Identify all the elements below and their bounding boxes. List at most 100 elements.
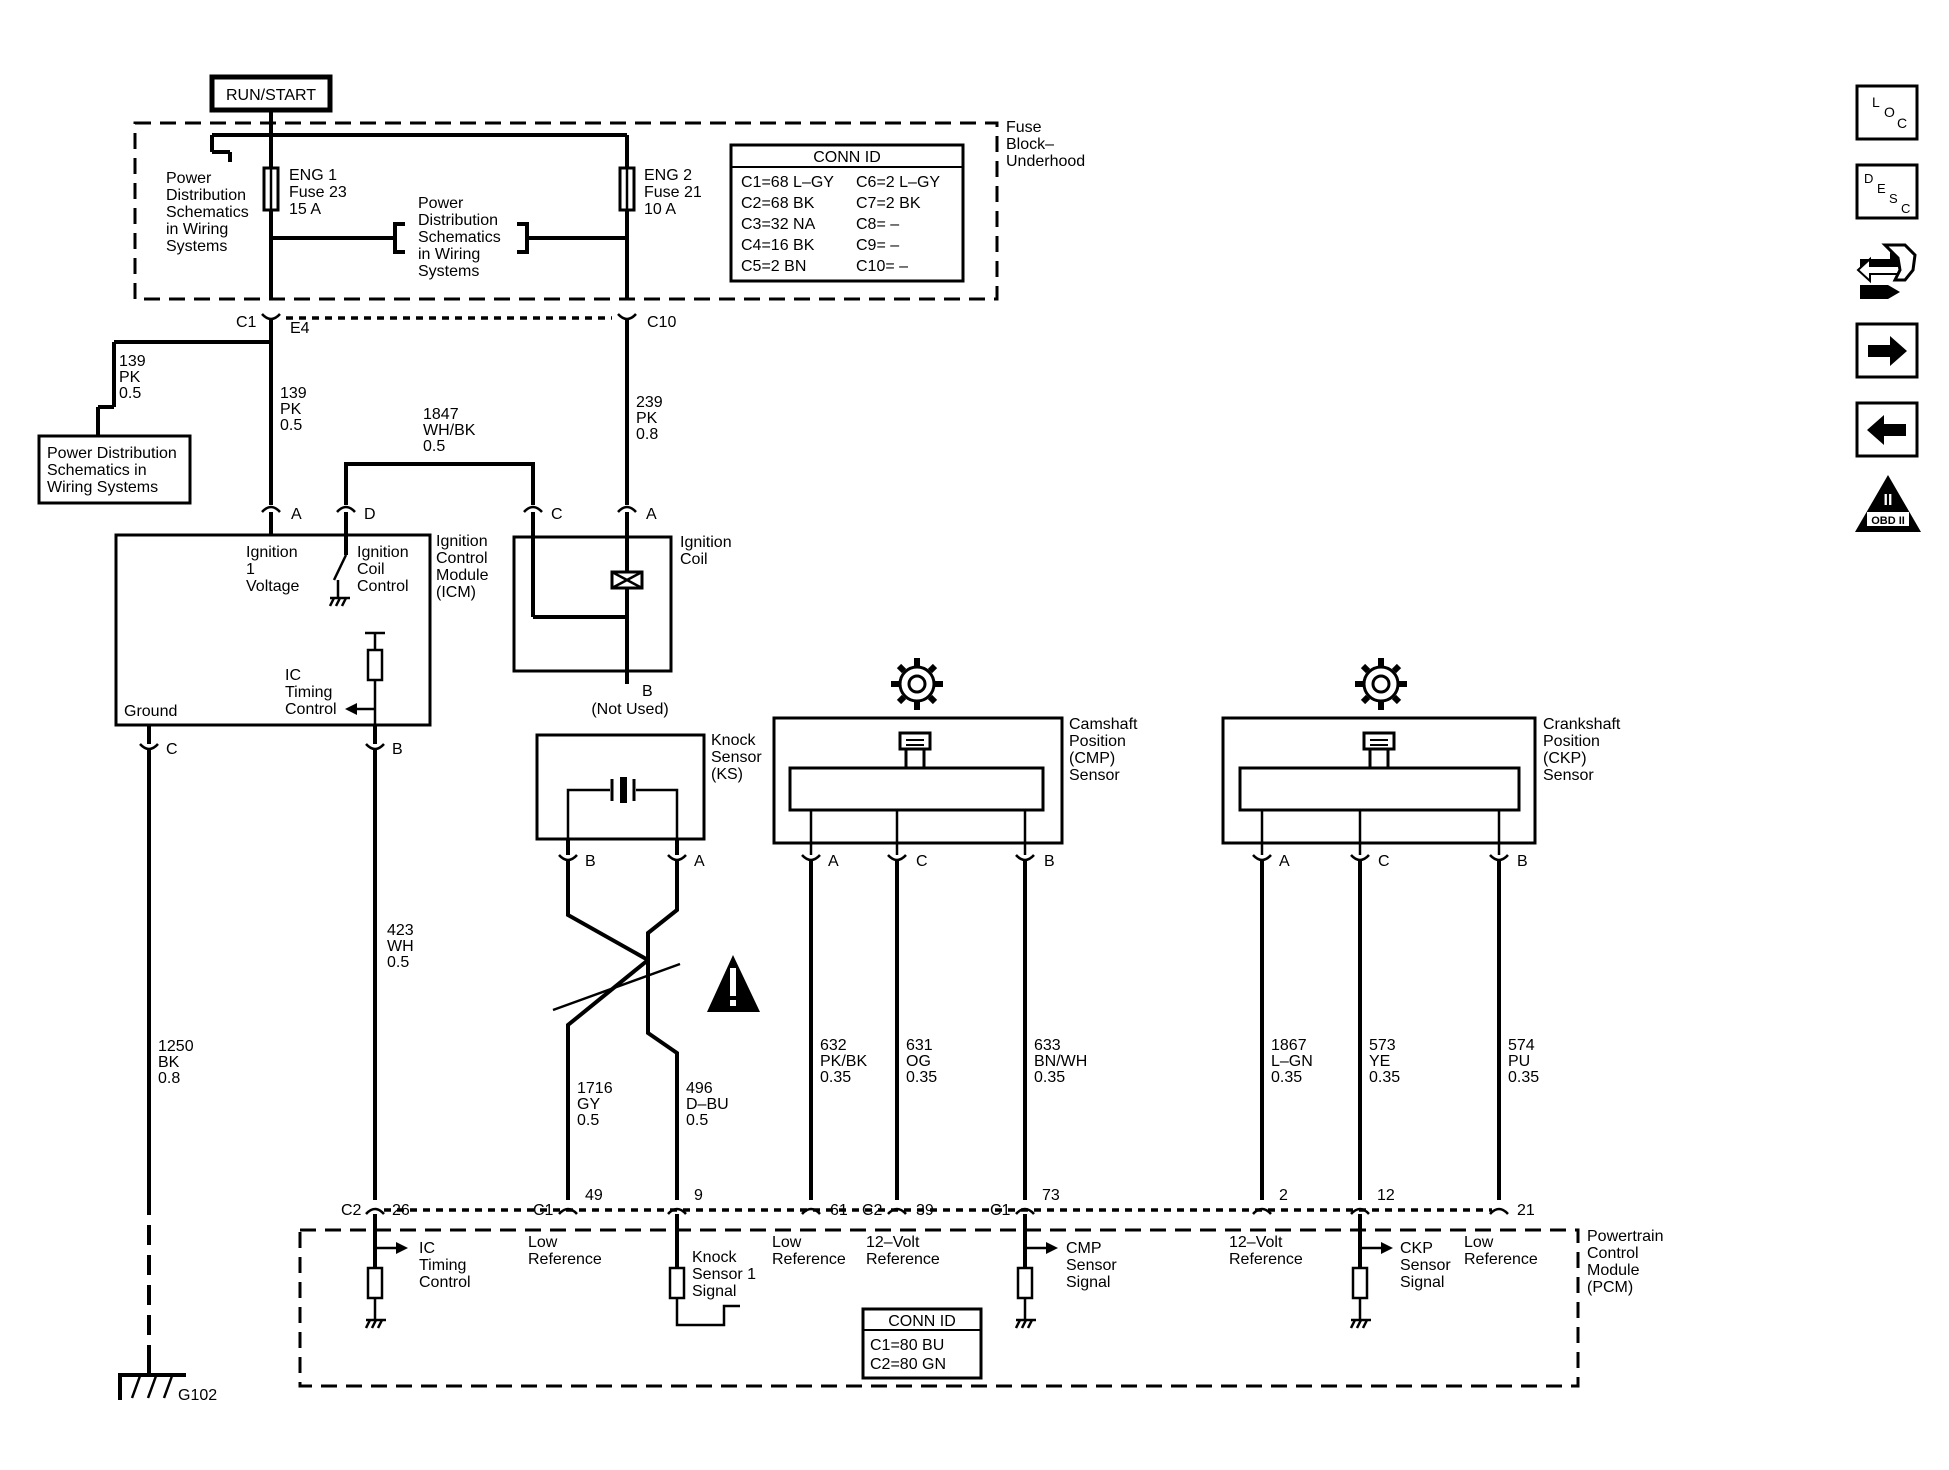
svg-text:Timing: Timing [285,684,332,701]
svg-text:Control: Control [1587,1245,1639,1262]
svg-text:1716: 1716 [577,1080,613,1097]
coil-pin-c: C [523,505,563,523]
svg-text:in Wiring: in Wiring [418,246,480,263]
svg-text:0.8: 0.8 [158,1070,180,1087]
svg-text:BN/WH: BN/WH [1034,1053,1087,1070]
wire-632-label: 632 PK/BK 0.35 [820,1037,867,1086]
svg-text:C8= –: C8= – [856,216,899,233]
svg-text:C1: C1 [236,314,257,331]
wire-1716-label: 1716 GY 0.5 [577,1080,613,1129]
svg-text:1250: 1250 [158,1038,194,1055]
svg-text:C5=2 BN: C5=2 BN [741,258,806,275]
svg-text:Schematics: Schematics [418,229,501,246]
svg-text:Knock: Knock [692,1249,737,1266]
svg-text:12: 12 [1377,1187,1395,1204]
svg-text:Ignition: Ignition [436,533,488,550]
svg-text:Distribution: Distribution [166,187,246,204]
pd-schematics-mid-text: Power Distribution Schematics in Wiring … [418,195,501,280]
svg-text:0.5: 0.5 [686,1112,708,1129]
svg-text:Crankshaft: Crankshaft [1543,716,1621,733]
ground-g102-icon [118,1365,186,1400]
svg-text:CMP: CMP [1066,1240,1102,1257]
svg-text:Reference: Reference [1229,1251,1303,1268]
wire-139-label: 139 PK 0.5 [280,385,307,434]
svg-text:Power Distribution: Power Distribution [47,445,177,462]
wire-1250-label: 1250 BK 0.8 [158,1038,194,1087]
svg-text:S: S [1889,191,1898,206]
svg-text:0.5: 0.5 [280,417,302,434]
svg-text:496: 496 [686,1080,713,1097]
wire-573-label: 573 YE 0.35 [1369,1037,1400,1086]
arrow-left-icon [1867,415,1906,445]
desc-button[interactable]: D E S C [1855,163,1919,220]
svg-text:Knock: Knock [711,732,756,749]
obd-ii-button[interactable]: II OBD II [1855,475,1921,532]
svg-text:423: 423 [387,922,414,939]
svg-text:PK: PK [119,369,141,386]
pcm-pin-c1-49: C1 49 [533,1187,603,1219]
svg-text:Sensor 1: Sensor 1 [692,1266,756,1283]
next-page-button[interactable] [1855,322,1919,379]
svg-text:D–BU: D–BU [686,1096,729,1113]
svg-text:(PCM): (PCM) [1587,1279,1633,1296]
svg-text:CKP: CKP [1400,1240,1433,1257]
connector-c1-e4: C1 E4 [236,313,310,337]
svg-text:B: B [585,853,596,870]
twisted-pair-wires [552,861,681,1200]
svg-text:C: C [1378,853,1390,870]
svg-text:C6=2 L–GY: C6=2 L–GY [856,174,940,191]
svg-text:RUN/START: RUN/START [226,87,316,104]
svg-text:2: 2 [1279,1187,1288,1204]
coil-pin-b-label: B [642,683,653,700]
svg-text:C2=68 BK: C2=68 BK [741,195,815,212]
camshaft-position-sensor: Camshaft Position (CMP) Sensor [772,716,1138,855]
svg-text:633: 633 [1034,1037,1061,1054]
pcm-pin-2: 2 [1252,1187,1288,1215]
loc-button[interactable]: L O C [1855,84,1919,141]
svg-text:631: 631 [906,1037,933,1054]
diagnostics-tool-button[interactable] [1856,243,1917,299]
svg-text:0.5: 0.5 [423,438,445,455]
svg-text:IC: IC [285,667,301,684]
svg-text:Sensor: Sensor [1543,767,1594,784]
svg-text:Control: Control [419,1274,471,1291]
svg-text:15 A: 15 A [289,201,321,218]
previous-page-button[interactable] [1855,401,1919,458]
svg-text:21: 21 [1517,1202,1535,1219]
svg-text:Timing: Timing [419,1257,466,1274]
svg-text:A: A [291,506,302,523]
pcm-ground-icon [1014,1318,1036,1329]
pcm-pin-c2-39: C2 39 [862,1202,934,1219]
svg-text:Low: Low [1464,1234,1494,1251]
svg-text:Powertrain: Powertrain [1587,1228,1663,1245]
svg-text:49: 49 [585,1187,603,1204]
connector-c10: C10 [617,313,676,331]
svg-text:Ignition: Ignition [357,544,409,561]
svg-text:0.35: 0.35 [820,1069,851,1086]
svg-text:Fuse: Fuse [1006,119,1042,136]
svg-text:BK: BK [158,1054,180,1071]
loc-letter-l: L [1872,94,1880,110]
loc-letter-o: O [1884,104,1895,120]
svg-text:C1=80 BU: C1=80 BU [870,1337,944,1354]
crankshaft-position-sensor: Crankshaft Position (CKP) Sensor [1221,716,1621,855]
svg-text:D: D [1864,171,1873,186]
svg-text:0.35: 0.35 [906,1069,937,1086]
svg-text:Schematics in: Schematics in [47,462,147,479]
coil-winding-icon [610,570,644,590]
svg-text:Coil: Coil [357,561,385,578]
svg-text:0.35: 0.35 [1034,1069,1065,1086]
svg-text:Sensor: Sensor [1069,767,1120,784]
svg-text:10 A: 10 A [644,201,676,218]
svg-text:GY: GY [577,1096,600,1113]
svg-text:12–Volt: 12–Volt [866,1234,920,1251]
svg-text:Signal: Signal [1066,1274,1110,1291]
cmp-pin-b: B [1015,853,1055,870]
ckp-pin-c: C [1350,853,1390,870]
svg-text:ENG 1: ENG 1 [289,167,337,184]
svg-text:C10: C10 [647,314,676,331]
svg-text:A: A [1279,853,1290,870]
fuse-block-conn-id-table: CONN ID C1=68 L–GY C6=2 L–GY C2=68 BK C7… [729,143,965,283]
svg-text:C1=68 L–GY: C1=68 L–GY [741,174,834,191]
svg-text:9: 9 [694,1187,703,1204]
